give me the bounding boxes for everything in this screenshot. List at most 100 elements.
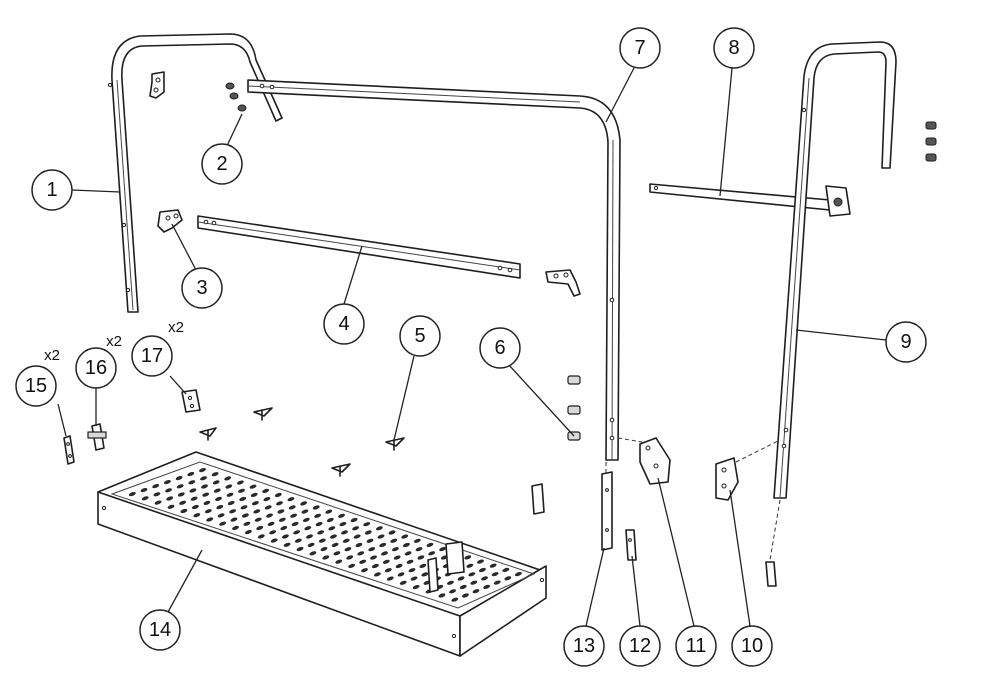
- tray-perforation: [191, 504, 199, 510]
- tray-perforation: [309, 551, 317, 556]
- tray-perforation: [368, 547, 376, 552]
- tray-perforation: [406, 559, 414, 564]
- tray-perforation: [243, 521, 251, 526]
- tray-perforation: [211, 472, 219, 477]
- callout-label: 6: [494, 337, 505, 359]
- tray-perforation: [344, 547, 352, 552]
- tray-perforation: [166, 496, 174, 501]
- tray-perforation: [464, 555, 472, 560]
- part-9-right-frame: [773, 41, 897, 499]
- part-15: [63, 435, 75, 465]
- callout-label: 14: [149, 619, 171, 641]
- tray-perforation: [315, 522, 323, 527]
- callout-3: 3: [181, 267, 223, 309]
- tray-perforation: [477, 559, 484, 564]
- callout-label: 1: [46, 179, 57, 201]
- tray-perforation: [288, 505, 296, 510]
- callout-label: 4: [338, 313, 349, 335]
- tray-perforation: [224, 476, 232, 481]
- tray-perforation: [176, 484, 184, 489]
- tray-perforation: [202, 492, 210, 497]
- tray-perforation: [341, 530, 348, 535]
- tray-perforation: [449, 589, 457, 594]
- tray-perforation: [179, 500, 187, 505]
- tray-perforation: [357, 551, 365, 556]
- tray-perforation: [408, 568, 416, 573]
- tray-perforation: [393, 555, 401, 560]
- callout-label: 5: [414, 325, 425, 347]
- tray-perforation: [379, 542, 387, 548]
- callout-10: 10: [731, 625, 773, 667]
- tray-perforation: [489, 563, 497, 568]
- part-3-bracket: [157, 209, 183, 233]
- tray-bracket: [427, 541, 465, 593]
- part-16: [87, 423, 107, 451]
- tray-perforation: [466, 563, 474, 568]
- tray-perforation: [318, 538, 326, 543]
- tray-perforation: [264, 505, 272, 510]
- tray-perforation: [190, 496, 198, 501]
- tray-perforation: [415, 547, 423, 552]
- tray-perforation: [329, 534, 337, 539]
- tray-perforation: [472, 589, 480, 594]
- tray-perforation: [363, 522, 371, 527]
- tray-perforation: [457, 576, 465, 581]
- tray-perforation: [256, 525, 264, 531]
- part-bracket-mid: [531, 483, 545, 515]
- tray-perforation: [504, 576, 512, 581]
- tray-perforation: [339, 522, 347, 527]
- tray-perforation: [371, 563, 379, 569]
- callout-label: 10: [741, 635, 763, 657]
- tray-perforation: [154, 500, 162, 505]
- callout-7: 7: [619, 27, 661, 69]
- tray-perforation: [229, 509, 237, 514]
- tray-perforation: [478, 567, 486, 573]
- tray-perforation: [175, 476, 183, 481]
- tray-perforation: [366, 538, 374, 543]
- tray-perforation: [302, 517, 310, 522]
- tray-perforation: [514, 572, 522, 577]
- tray-perforation: [322, 555, 330, 560]
- tray-perforation: [189, 488, 197, 493]
- tray-perforation: [338, 513, 345, 518]
- part-5-tee-bolts: [199, 407, 405, 477]
- callout-label: 16: [85, 357, 107, 379]
- tray-perforation: [227, 501, 235, 506]
- tray-perforation: [300, 501, 308, 506]
- tray-perforation: [203, 500, 211, 505]
- tray-perforation: [307, 542, 315, 547]
- tray-perforation: [470, 580, 478, 585]
- tray-perforation: [342, 538, 350, 543]
- tray-perforation: [254, 517, 262, 522]
- tray-perforation: [217, 513, 225, 518]
- tray-perforation: [395, 563, 403, 569]
- callout-qty: x2: [106, 333, 122, 350]
- tray-perforation: [438, 593, 446, 598]
- callout-8: 8: [713, 27, 755, 69]
- callout-16: 16 x2: [75, 333, 122, 389]
- tray-perforation: [219, 521, 227, 526]
- tray-perforation: [257, 534, 265, 539]
- tray-perforation: [294, 538, 302, 543]
- tray-perforation: [283, 542, 291, 547]
- tray-perforation: [153, 492, 161, 497]
- tray-perforation: [293, 530, 301, 535]
- tray-perforation: [167, 504, 175, 509]
- callout-label: 17: [141, 345, 163, 367]
- tray-perforation: [270, 538, 278, 543]
- tray-perforation: [364, 530, 372, 535]
- tray-perforation: [325, 509, 333, 514]
- callout-qty: x2: [44, 347, 60, 364]
- part-17: [181, 389, 201, 413]
- tray-perforation: [141, 496, 149, 501]
- tray-perforation: [276, 501, 283, 506]
- tray-perforation: [419, 563, 427, 568]
- callout-label: 7: [634, 37, 645, 59]
- tray-perforation: [404, 551, 412, 556]
- callout-label: 2: [216, 153, 227, 175]
- tray-perforation: [335, 559, 343, 564]
- tray-perforation: [140, 488, 148, 493]
- tray-perforation: [213, 488, 221, 493]
- tray-perforation: [468, 572, 476, 577]
